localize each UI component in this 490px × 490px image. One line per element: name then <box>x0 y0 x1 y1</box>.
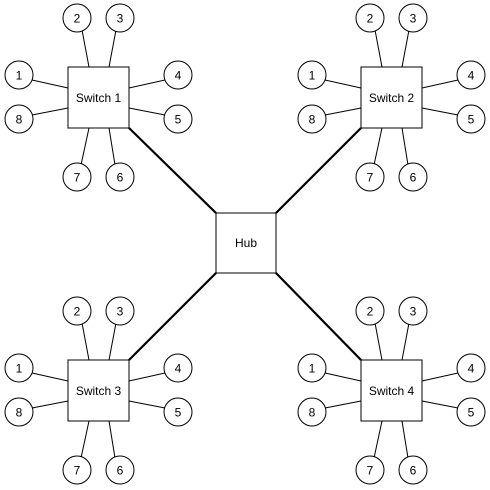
switch-1-label: Switch 1 <box>76 91 122 105</box>
svg-text:6: 6 <box>117 464 124 478</box>
switch-1-port-8: 8 <box>4 104 34 134</box>
switch-1-port-7: 7 <box>62 162 92 192</box>
switch-2-port-6: 6 <box>398 162 428 192</box>
link-hub-switch-4 <box>275 272 362 361</box>
link-hub-switch-1 <box>128 127 217 214</box>
svg-text:5: 5 <box>175 113 182 127</box>
switch-4-label: Switch 4 <box>369 384 415 398</box>
switch-3-port-6: 6 <box>105 455 135 485</box>
switch-3: Switch 3 1 2 3 4 5 6 7 8 <box>4 296 193 485</box>
switch-3-port-1: 1 <box>4 353 34 383</box>
svg-text:1: 1 <box>16 362 23 376</box>
switch-1-port-6: 6 <box>105 162 135 192</box>
switch-1-port-1: 1 <box>4 60 34 90</box>
switch-1-port-3: 3 <box>105 3 135 33</box>
svg-text:3: 3 <box>117 12 124 26</box>
switch-4-port-2: 2 <box>355 296 385 326</box>
switch-3-port-2: 2 <box>62 296 92 326</box>
switch-2-port-5: 5 <box>456 104 486 134</box>
switch-2: Switch 2 1 2 3 4 5 6 7 8 <box>297 3 486 192</box>
switch-4-port-6: 6 <box>398 455 428 485</box>
svg-text:8: 8 <box>309 113 316 127</box>
svg-text:2: 2 <box>74 12 81 26</box>
svg-text:6: 6 <box>410 464 417 478</box>
svg-text:4: 4 <box>468 362 475 376</box>
svg-text:4: 4 <box>468 69 475 83</box>
switch-4-spokes <box>324 322 459 459</box>
svg-text:4: 4 <box>175 362 182 376</box>
switch-2-spokes <box>324 29 459 166</box>
svg-text:5: 5 <box>468 113 475 127</box>
svg-text:2: 2 <box>367 305 374 319</box>
switch-1-port-2: 2 <box>62 3 92 33</box>
switch-3-spokes <box>31 322 166 459</box>
svg-text:5: 5 <box>468 406 475 420</box>
svg-text:8: 8 <box>16 113 23 127</box>
svg-text:4: 4 <box>175 69 182 83</box>
switch-3-port-4: 4 <box>163 353 193 383</box>
switch-3-port-5: 5 <box>163 397 193 427</box>
switch-2-port-2: 2 <box>355 3 385 33</box>
svg-text:7: 7 <box>74 171 81 185</box>
link-hub-switch-2 <box>275 127 362 214</box>
switch-1-port-4: 4 <box>163 60 193 90</box>
link-hub-switch-3 <box>128 272 217 361</box>
switch-2-port-7: 7 <box>355 162 385 192</box>
svg-text:6: 6 <box>117 171 124 185</box>
switch-3-port-7: 7 <box>62 455 92 485</box>
switch-1-port-5: 5 <box>163 104 193 134</box>
svg-text:1: 1 <box>309 362 316 376</box>
svg-text:2: 2 <box>367 12 374 26</box>
svg-text:8: 8 <box>16 406 23 420</box>
switch-4: Switch 4 1 2 3 4 5 6 7 8 <box>297 296 486 485</box>
switch-4-port-7: 7 <box>355 455 385 485</box>
svg-text:3: 3 <box>117 305 124 319</box>
switch-2-port-4: 4 <box>456 60 486 90</box>
switch-3-port-8: 8 <box>4 397 34 427</box>
svg-text:5: 5 <box>175 406 182 420</box>
switch-2-port-8: 8 <box>297 104 327 134</box>
svg-text:1: 1 <box>16 69 23 83</box>
switch-4-port-3: 3 <box>398 296 428 326</box>
switch-3-label: Switch 3 <box>76 384 122 398</box>
svg-text:2: 2 <box>74 305 81 319</box>
svg-text:6: 6 <box>410 171 417 185</box>
svg-text:7: 7 <box>74 464 81 478</box>
svg-text:1: 1 <box>309 69 316 83</box>
switch-2-port-3: 3 <box>398 3 428 33</box>
switch-4-port-1: 1 <box>297 353 327 383</box>
switch-4-port-8: 8 <box>297 397 327 427</box>
switch-3-port-3: 3 <box>105 296 135 326</box>
hub-label: Hub <box>235 236 257 250</box>
switch-1-spokes <box>31 29 166 166</box>
svg-text:3: 3 <box>410 305 417 319</box>
switch-4-port-4: 4 <box>456 353 486 383</box>
svg-text:7: 7 <box>367 464 374 478</box>
hub-node: Hub <box>215 212 277 274</box>
svg-text:7: 7 <box>367 171 374 185</box>
svg-text:8: 8 <box>309 406 316 420</box>
svg-text:3: 3 <box>410 12 417 26</box>
switch-2-label: Switch 2 <box>369 91 415 105</box>
switch-1: Switch 1 1 2 3 4 5 6 7 8 <box>4 3 193 192</box>
switch-4-port-5: 5 <box>456 397 486 427</box>
switch-2-port-1: 1 <box>297 60 327 90</box>
